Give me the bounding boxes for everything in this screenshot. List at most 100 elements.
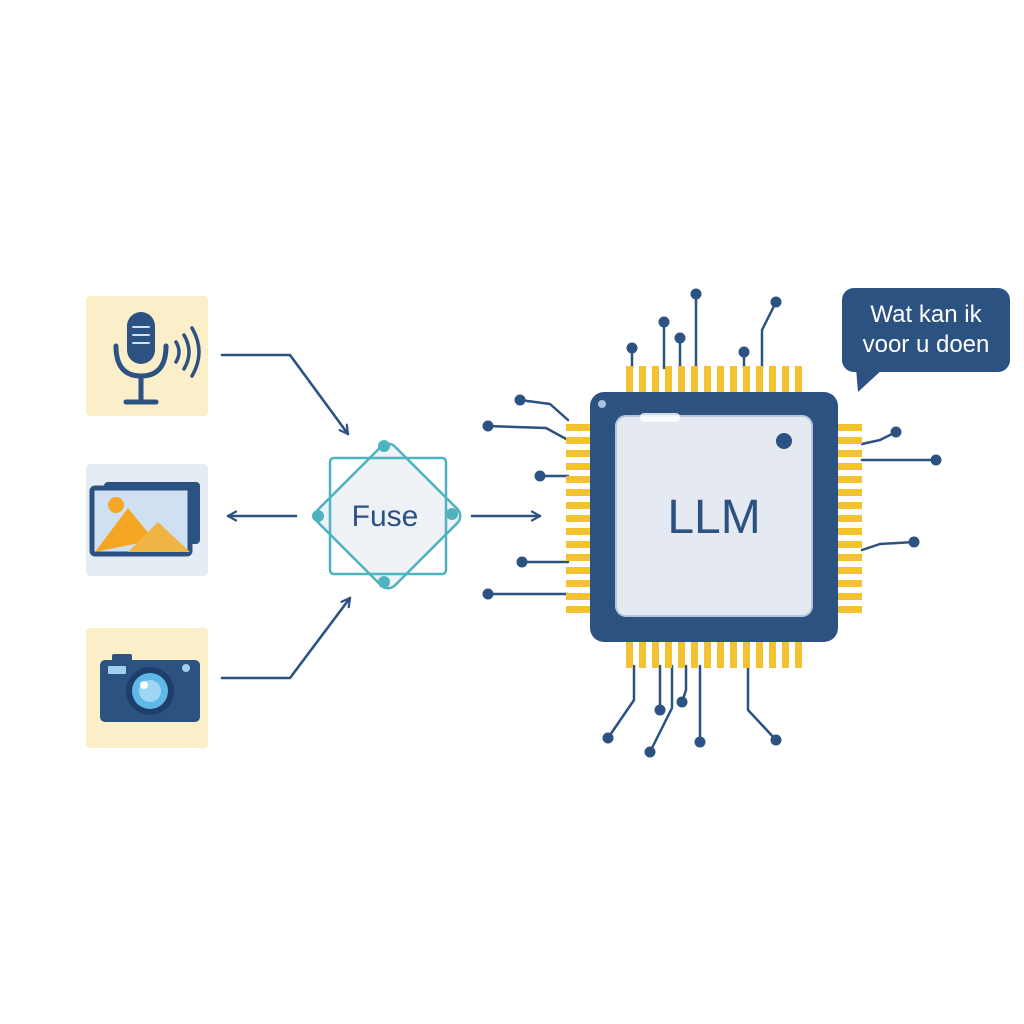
circuit-trace-node xyxy=(626,342,638,354)
chip-pin xyxy=(639,366,646,394)
chip-pin xyxy=(678,640,685,668)
chip-pin xyxy=(566,580,592,587)
camera-icon xyxy=(100,654,200,722)
chip-pin xyxy=(795,640,802,668)
circuit-trace-node xyxy=(890,426,902,438)
chip-pins xyxy=(566,366,862,668)
chip-pin xyxy=(566,554,592,561)
circuit-trace xyxy=(606,664,636,740)
circuit-trace-node xyxy=(674,332,686,344)
chip-pin xyxy=(566,463,592,470)
fuse-node-dot-right xyxy=(446,508,458,520)
chip-pin xyxy=(704,366,711,394)
chip-pin xyxy=(836,541,862,548)
chip-pin xyxy=(836,424,862,431)
circuit-trace xyxy=(860,540,916,552)
chip-pin xyxy=(717,366,724,394)
chip-pin xyxy=(836,463,862,470)
chip-pin xyxy=(566,515,592,522)
llm-chip: LLM xyxy=(590,392,838,642)
circuit-trace-node xyxy=(602,732,614,744)
chip-pin xyxy=(836,502,862,509)
chip-pin xyxy=(836,476,862,483)
image-input-tile xyxy=(86,464,208,576)
chip-pin xyxy=(730,366,737,394)
fuse-node-dot-bottom xyxy=(378,576,390,588)
circuit-trace-node xyxy=(908,536,920,548)
circuit-trace xyxy=(860,430,898,446)
arrows xyxy=(220,353,542,680)
chip-pin xyxy=(836,450,862,457)
circuit-trace xyxy=(760,300,778,370)
chip-pin xyxy=(626,640,633,668)
circuit-traces xyxy=(482,288,942,758)
chip-pin xyxy=(566,450,592,457)
chip-pin xyxy=(717,640,724,668)
chip-pin xyxy=(836,554,862,561)
chip-pin xyxy=(691,640,698,668)
chip-pin xyxy=(836,528,862,535)
circuit-trace xyxy=(746,664,778,742)
chip-pin xyxy=(756,366,763,394)
chip-pin xyxy=(704,640,711,668)
chip-pin xyxy=(769,640,776,668)
chip-pin xyxy=(566,502,592,509)
chip-pin xyxy=(836,593,862,600)
microphone-icon xyxy=(113,312,201,405)
circuit-trace xyxy=(648,664,674,754)
circuit-trace-node xyxy=(770,296,782,308)
circuit-trace-node xyxy=(690,288,702,300)
circuit-trace-node xyxy=(930,454,942,466)
speech-bubble-line-1: Wat kan ik xyxy=(870,301,982,328)
chip-pin xyxy=(756,640,763,668)
circuit-trace xyxy=(486,424,570,442)
chip-pin xyxy=(652,366,659,394)
chip-pin xyxy=(566,528,592,535)
circuit-trace-node xyxy=(738,346,750,358)
chip-pin xyxy=(678,366,685,394)
chip-pin xyxy=(836,580,862,587)
circuit-trace-node xyxy=(676,696,688,708)
chip-pin xyxy=(795,366,802,394)
fuse-node-dot-top xyxy=(378,440,390,452)
chip-pin xyxy=(743,640,750,668)
chip-pin xyxy=(743,366,750,394)
audio-input-tile xyxy=(86,296,208,416)
chip-pin xyxy=(665,640,672,668)
chip-pin xyxy=(566,424,592,431)
chip-pin xyxy=(566,489,592,496)
chip-pin xyxy=(566,606,592,613)
chip-pin xyxy=(836,515,862,522)
circuit-trace-node xyxy=(658,316,670,328)
image-gallery-icon xyxy=(89,482,200,557)
chip-pin xyxy=(769,366,776,394)
audio-to-fuse-arrow xyxy=(220,353,350,436)
camera-input-tile xyxy=(86,628,208,748)
circuit-trace-node xyxy=(694,736,706,748)
chip-pin xyxy=(566,567,592,574)
chip-pin xyxy=(730,640,737,668)
chip-pin xyxy=(566,541,592,548)
speech-bubble: Wat kan ik voor u doen xyxy=(842,288,1010,392)
chip-pin xyxy=(566,476,592,483)
circuit-trace-node xyxy=(516,556,528,568)
chip-pin xyxy=(639,640,646,668)
circuit-trace-node xyxy=(514,394,526,406)
speech-bubble-line-2: voor u doen xyxy=(863,331,990,358)
circuit-trace-node xyxy=(482,588,494,600)
camera-to-fuse-arrow xyxy=(220,596,352,680)
chip-pin xyxy=(691,366,698,394)
chip-pin xyxy=(626,366,633,394)
circuit-trace-node xyxy=(482,420,494,432)
fuse-label: Fuse xyxy=(352,500,419,533)
chip-pin xyxy=(782,640,789,668)
circuit-trace-node xyxy=(644,746,656,758)
chip-pin xyxy=(836,606,862,613)
fuse-node: Fuse xyxy=(312,440,462,590)
chip-pin xyxy=(566,437,592,444)
chip-pin xyxy=(782,366,789,394)
circuit-trace-node xyxy=(654,704,666,716)
chip-pin xyxy=(836,489,862,496)
chip-pin xyxy=(836,437,862,444)
